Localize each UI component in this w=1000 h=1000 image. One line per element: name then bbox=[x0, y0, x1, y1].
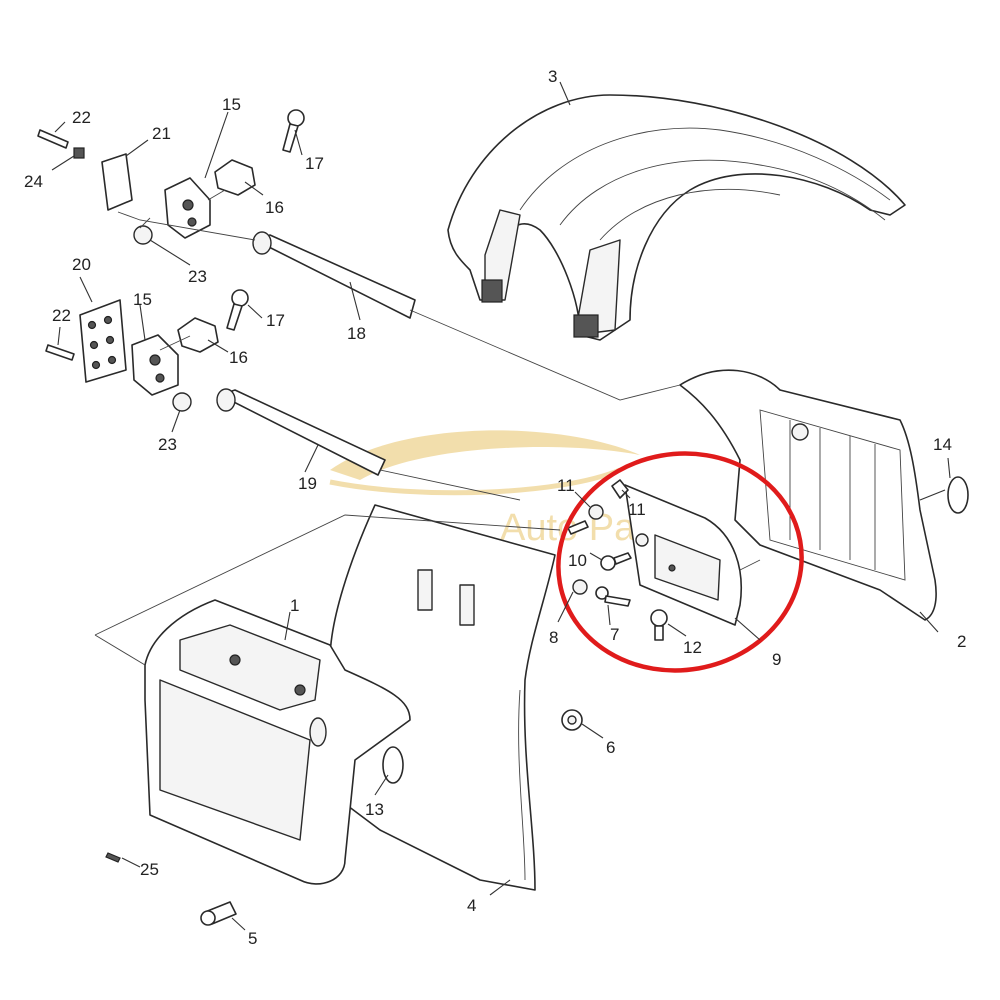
bolt-part-12 bbox=[650, 609, 668, 641]
callout-13: 13 bbox=[365, 800, 384, 819]
support-tube-part-18 bbox=[252, 231, 416, 319]
callout-14: 14 bbox=[933, 435, 952, 454]
callout-7: 7 bbox=[610, 625, 619, 644]
mudflap-bracket-part-2 bbox=[679, 369, 937, 621]
clamp-part-16-upper bbox=[214, 159, 256, 196]
bolt-part-5 bbox=[200, 901, 237, 926]
bolt-part-22-lower bbox=[45, 344, 75, 361]
plate-part-20 bbox=[79, 299, 127, 383]
washer-part-8 bbox=[572, 579, 588, 595]
callout-23-upper: 23 bbox=[188, 267, 207, 286]
callout-15-upper: 15 bbox=[222, 95, 241, 114]
callout-17-upper: 17 bbox=[305, 154, 324, 173]
callout-18: 18 bbox=[347, 324, 366, 343]
callout-25: 25 bbox=[140, 860, 159, 879]
callout-1: 1 bbox=[290, 596, 299, 615]
clamp-part-16-lower bbox=[177, 317, 219, 353]
splash-panel-part-4 bbox=[329, 504, 556, 891]
plate-part-21 bbox=[101, 153, 133, 211]
callout-11-right: 11 bbox=[628, 500, 646, 519]
callout-11-left: 11 bbox=[557, 476, 575, 495]
bolt-part-11-left bbox=[567, 520, 589, 535]
light-bracket-assembly bbox=[567, 479, 743, 641]
callout-2: 2 bbox=[957, 632, 966, 651]
callout-20: 20 bbox=[72, 255, 91, 274]
grommet-part-6 bbox=[561, 709, 583, 731]
bracket-part-15-upper bbox=[164, 177, 211, 239]
bolt-part-10 bbox=[600, 552, 632, 571]
fender-part-3 bbox=[447, 94, 906, 341]
callout-10: 10 bbox=[568, 551, 587, 570]
washer-part-24 bbox=[73, 147, 85, 159]
callout-16-lower: 16 bbox=[229, 348, 248, 367]
callout-21: 21 bbox=[152, 124, 171, 143]
callout-6: 6 bbox=[606, 738, 615, 757]
highlight-circle bbox=[556, 451, 804, 673]
callout-12: 12 bbox=[683, 638, 702, 657]
callout-23-lower: 23 bbox=[158, 435, 177, 454]
callout-4: 4 bbox=[467, 896, 476, 915]
bolt-part-22-upper bbox=[37, 129, 69, 149]
nut-part-11-left bbox=[588, 504, 604, 520]
callout-22-upper: 22 bbox=[72, 108, 91, 127]
callout-5: 5 bbox=[248, 929, 257, 948]
callout-22-lower: 22 bbox=[52, 306, 71, 325]
bolt-part-17-lower bbox=[226, 289, 249, 331]
bracket-part-15-lower bbox=[131, 334, 179, 396]
leader-lines bbox=[51, 81, 951, 931]
callout-8: 8 bbox=[549, 628, 558, 647]
assembly-guide-lines bbox=[94, 189, 761, 666]
callout-24: 24 bbox=[24, 172, 43, 191]
plug-part-13 bbox=[382, 746, 404, 784]
support-tube-part-19 bbox=[216, 388, 386, 476]
nut-part-23-lower bbox=[172, 392, 192, 412]
bolt-part-7 bbox=[595, 586, 631, 607]
callout-9: 9 bbox=[772, 650, 781, 669]
callout-3: 3 bbox=[548, 67, 557, 86]
plug-part-14 bbox=[947, 476, 969, 514]
nut-part-23-upper bbox=[133, 225, 153, 245]
callout-numbers: 1 2 3 4 5 6 7 8 9 10 11 11 12 13 14 15 1… bbox=[24, 67, 966, 948]
screw-part-25 bbox=[105, 852, 121, 863]
mudguard-part-1 bbox=[144, 599, 411, 885]
callout-17-lower: 17 bbox=[266, 311, 285, 330]
bolt-part-17-upper bbox=[282, 109, 305, 153]
clip-part-11-right bbox=[611, 479, 629, 499]
callout-19: 19 bbox=[298, 474, 317, 493]
callout-15-lower: 15 bbox=[133, 290, 152, 309]
callout-16-upper: 16 bbox=[265, 198, 284, 217]
